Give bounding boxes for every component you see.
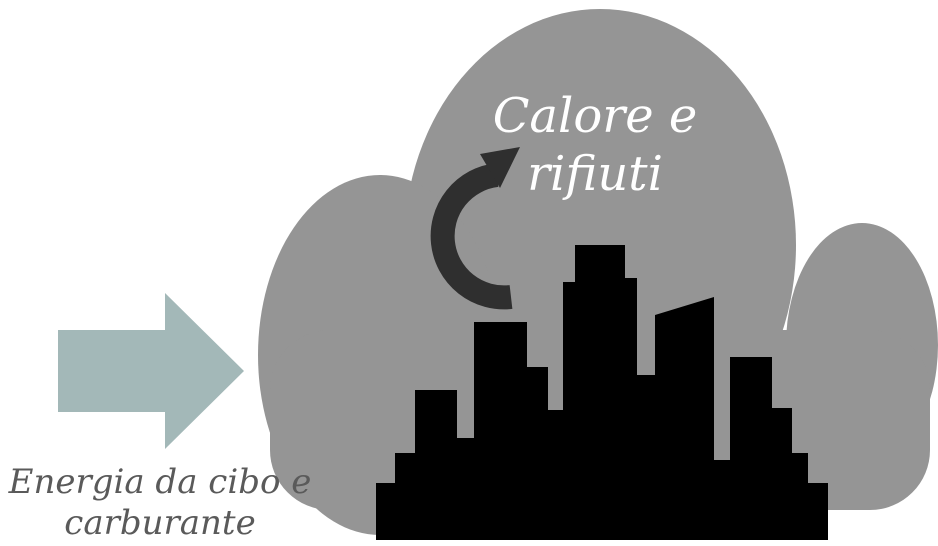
output-label-line1: Calore e [492,88,698,144]
input-arrow-icon [58,293,244,449]
output-label: Calore e rifiuti [470,88,720,203]
input-label-line2: carburante [64,502,256,543]
output-label-line2: rifiuti [527,145,663,202]
input-label-line1: Energia da cibo e [8,462,312,502]
cycle-arrow-icon [430,147,520,310]
city-skyline-icon [376,245,828,540]
input-label: Energia da cibo e carburante [0,462,320,544]
